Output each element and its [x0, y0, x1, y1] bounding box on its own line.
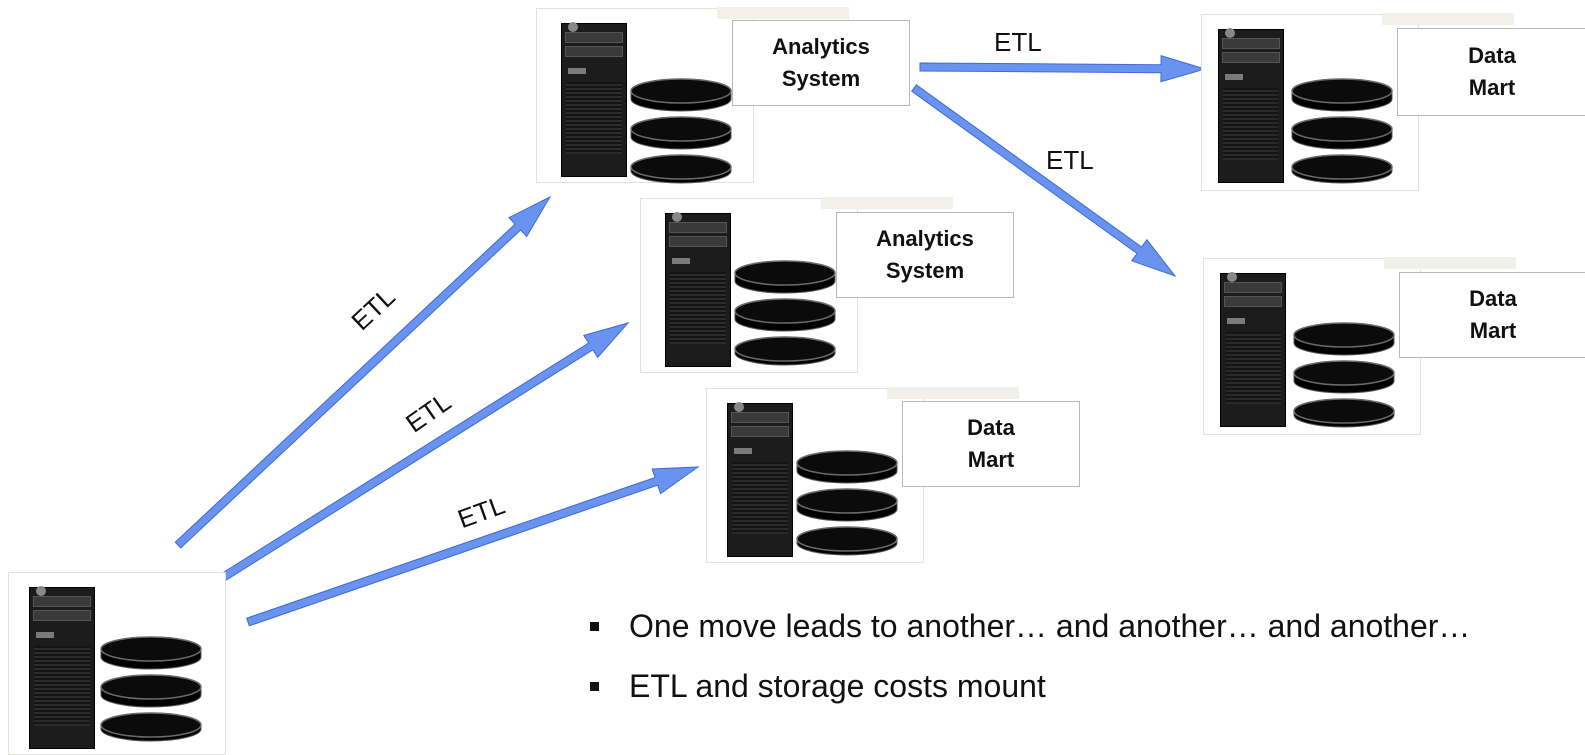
bullet-text: One move leads to another… and another… …	[629, 607, 1471, 644]
server-tower-icon	[1220, 272, 1286, 427]
bullet-text: ETL and storage costs mount	[629, 667, 1046, 704]
label-line-1: Analytics	[772, 34, 870, 59]
label-line-2: Mart	[967, 447, 1015, 472]
analytics-system-label-middle: Analytics System	[836, 212, 1014, 298]
label-line-2: System	[885, 258, 965, 283]
database-icon	[1293, 322, 1395, 428]
analytics-system-node-middle	[640, 197, 953, 373]
bullet-list: One move leads to another… and another… …	[590, 596, 1585, 716]
label-line-1: Data	[1468, 43, 1516, 68]
data-mart-node-top-right	[1201, 13, 1514, 191]
bullet-item: ETL and storage costs mount	[590, 656, 1585, 716]
square-bullet-icon	[590, 681, 599, 691]
bullet-item: One move leads to another… and another… …	[590, 596, 1585, 656]
database-icon	[734, 260, 836, 366]
server-tower-icon	[561, 22, 627, 177]
database-icon	[1291, 78, 1393, 184]
label-line-2: Mart	[1468, 75, 1516, 100]
database-icon	[100, 636, 202, 742]
data-mart-node-right	[1203, 257, 1516, 435]
label-line-2: Mart	[1469, 318, 1517, 343]
etl-label-analytics-to-data-mart-top-right: ETL	[994, 27, 1042, 57]
server-tower-icon	[29, 586, 95, 749]
data-mart-node-center	[706, 387, 1019, 563]
analytics-system-node-top	[536, 7, 849, 184]
label-line-1: Data	[967, 415, 1015, 440]
label-line-2: System	[781, 66, 861, 91]
arrow-source-to-data-mart-center	[246, 466, 700, 627]
server-tower-icon	[1218, 28, 1284, 183]
analytics-system-label-top: Analytics System	[732, 20, 910, 106]
label-line-1: Analytics	[876, 226, 974, 251]
arrow-source-to-analytics-top	[174, 195, 552, 549]
data-mart-label-right: Data Mart	[1399, 272, 1585, 358]
square-bullet-icon	[590, 621, 599, 631]
etl-label-analytics-to-data-mart-right: ETL	[1046, 145, 1094, 175]
server-tower-icon	[665, 212, 731, 367]
data-mart-label-center: Data Mart	[902, 401, 1080, 487]
database-icon	[630, 78, 732, 184]
arrow-analytics-to-data-mart-top-right	[919, 55, 1207, 83]
database-icon	[796, 450, 898, 556]
data-mart-label-top-right: Data Mart	[1397, 28, 1585, 116]
label-line-1: Data	[1469, 286, 1517, 311]
arrow-source-to-analytics-middle	[219, 322, 630, 583]
server-tower-icon	[727, 402, 793, 557]
source-system-node	[8, 572, 226, 755]
arrow-analytics-to-data-mart-right	[911, 84, 1177, 278]
